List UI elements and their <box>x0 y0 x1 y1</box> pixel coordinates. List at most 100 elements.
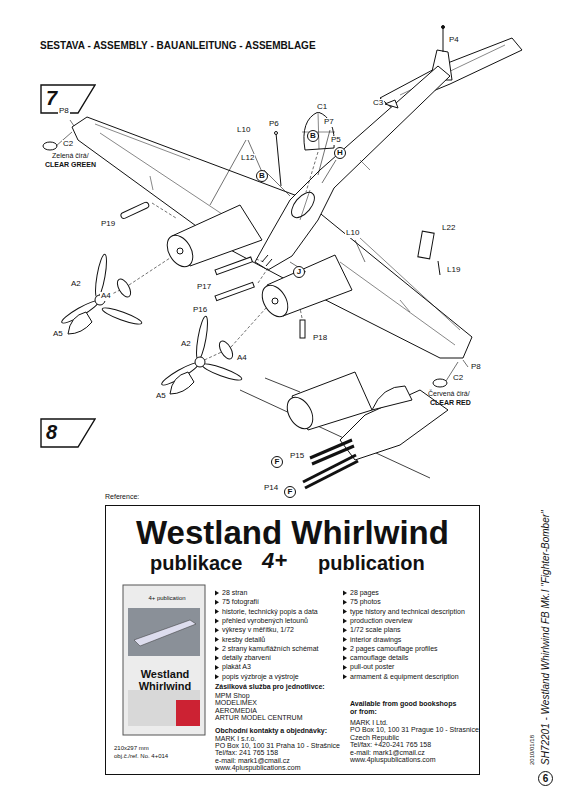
leader-lines-stroke <box>318 130 330 175</box>
book-cover-stroke <box>123 585 205 735</box>
propellers <box>60 254 266 394</box>
propellers-stroke <box>115 277 134 299</box>
feature-list-item: 2 pages camouflage profiles <box>350 645 438 653</box>
feature-list-item: 28 pages <box>350 589 379 597</box>
part-number: C2 <box>452 374 464 383</box>
small-parts-stroke <box>258 268 268 283</box>
part-number: L19 <box>446 266 461 275</box>
feature-list-item: 1/72 scale plans <box>350 626 401 634</box>
publication-title: Westland Whirlwind <box>124 668 206 692</box>
color-note: Zelená čirá/ <box>52 152 89 160</box>
sheet-footer: 2010/01/18 <box>529 735 536 765</box>
step8-detail-stroke <box>282 393 318 433</box>
list-bullets-stroke <box>343 637 347 642</box>
publication-box: Westland Whirlwind4+ publicationWestland… <box>105 505 480 775</box>
part-number: P8 <box>58 107 70 116</box>
contact-text: MARK I s.r.o. <box>215 735 256 743</box>
feature-list-item: production overview <box>350 617 412 625</box>
callout-circle: F <box>271 456 283 468</box>
part-number: P19 <box>100 220 116 229</box>
step8-detail-stroke <box>305 461 358 488</box>
callout-letter: B <box>310 131 316 140</box>
propellers-stroke <box>231 308 266 347</box>
contact-text: Obchodní kontakty a objednávky: <box>215 727 327 735</box>
small-parts-stroke <box>275 132 278 135</box>
propellers-stroke <box>170 372 194 394</box>
tailplane-stroke <box>443 28 444 52</box>
book-cover-stroke <box>176 700 200 726</box>
page-title: SESTAVA - ASSEMBLY - BAUANLEITUNG - ASSE… <box>40 40 316 51</box>
callout-letter: H <box>337 148 343 157</box>
callout-circle: H <box>334 147 346 159</box>
feature-list-item: přehled vyrobených letounů <box>222 617 308 625</box>
publisher-heading: 4+ <box>262 549 287 573</box>
list-bullets-stroke <box>343 656 347 661</box>
list-bullets-stroke <box>343 665 347 670</box>
contact-text: e-mail: mark1@cmail.cz <box>215 757 290 765</box>
small-parts-stroke <box>276 133 281 186</box>
engine-nacelles-stroke <box>177 248 183 254</box>
callout-letter: J <box>297 267 301 276</box>
list-bullets-stroke <box>215 600 219 605</box>
contact-text: Zásilková služba pro jednotlivce: <box>215 683 325 691</box>
color-note: CLEAR GREEN <box>45 161 96 169</box>
feature-list-item: 75 photos <box>350 598 381 606</box>
fuselage-stroke <box>287 188 319 221</box>
tailplane-stroke <box>442 26 445 29</box>
tailplane-stroke <box>380 38 522 108</box>
step8-detail-stroke <box>303 455 356 482</box>
list-bullets-stroke <box>215 674 219 679</box>
step-number: 7 <box>46 87 96 110</box>
small-parts-stroke <box>418 231 434 259</box>
wing-stroke <box>360 238 460 330</box>
contact-text: Tel/fax: 241 765 158 <box>215 749 278 757</box>
publisher-heading: publikace <box>150 552 242 574</box>
small-parts-stroke <box>256 259 264 262</box>
small-parts-stroke <box>120 201 150 219</box>
leader-lines-stroke <box>322 160 336 183</box>
feature-list-item: kresby detailů <box>222 636 265 644</box>
small-parts-stroke <box>152 203 176 218</box>
small-parts-stroke <box>43 142 57 150</box>
small-parts <box>43 100 447 387</box>
leader-lines-stroke <box>210 140 246 205</box>
leader-lines <box>56 104 468 381</box>
callout-circle: B <box>307 130 319 142</box>
feature-list-item: výkresy v měřítku, 1/72 <box>222 626 294 634</box>
reference-note: Reference: <box>105 493 139 501</box>
contact-text: obj.č./ref. No. 4+014 <box>114 753 168 760</box>
feature-list-item: type history and technical description <box>350 608 465 616</box>
leader-lines-stroke <box>463 360 468 367</box>
propellers-stroke <box>129 258 170 285</box>
list-bullets-stroke <box>215 665 219 670</box>
feature-list-item: detaily zbarvení <box>222 654 271 662</box>
contact-text: www.4pluspublications.com <box>350 756 436 764</box>
feature-list-item: 75 fotografií <box>222 598 259 606</box>
wing-stroke <box>340 262 455 345</box>
contact-text: MODELIMEX <box>215 699 257 707</box>
tailplane <box>380 26 522 109</box>
callout-circle: J <box>293 266 305 278</box>
part-number: A2 <box>70 280 82 289</box>
contact-text: MARK I Ltd. <box>350 719 388 727</box>
part-number: P17 <box>196 283 212 292</box>
callout-letter: B <box>259 171 265 180</box>
part-number: P15 <box>289 452 305 461</box>
step8-detail-stroke <box>265 378 300 392</box>
callout-letter: F <box>288 487 293 496</box>
part-number: P7 <box>323 118 335 127</box>
small-parts-stroke <box>300 308 302 318</box>
propellers-stroke <box>68 312 92 334</box>
list-bullets <box>215 591 347 680</box>
contact-text: Tel/fax: +420-241 765 158 <box>350 741 431 749</box>
list-bullets-stroke <box>215 609 219 614</box>
callout-circle: 6 <box>538 771 553 786</box>
list-bullets-stroke <box>215 591 219 596</box>
part-number: P8 <box>470 363 482 372</box>
part-number: P6 <box>268 120 280 129</box>
feature-list-item: 28 stran <box>222 589 247 597</box>
contact-text: ARTUR MODEL CENTRUM <box>215 714 303 722</box>
part-number: A4 <box>236 354 248 363</box>
